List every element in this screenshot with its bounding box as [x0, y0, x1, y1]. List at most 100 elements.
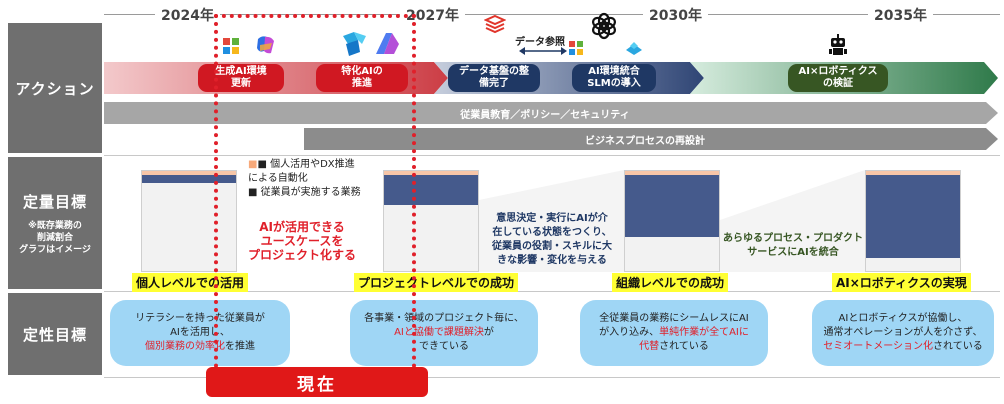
pill-5-line-1: AI×ロボティクス	[798, 66, 878, 77]
row-label-qualitative: 定性目標	[8, 293, 102, 375]
power-apps-icon	[343, 32, 366, 56]
robot-icon	[829, 34, 847, 55]
qbar-2035	[865, 170, 961, 272]
note-line-1: ※既存業務の	[28, 220, 82, 231]
pill-2-line-2: 推進	[352, 78, 372, 89]
copilot-icon	[257, 36, 274, 54]
milestone-project: プロジェクトレベルでの成功	[354, 273, 519, 292]
bubble-4-line-1: AIとロボティクスが協働し、	[838, 313, 968, 324]
qbar-2027-fill	[384, 175, 478, 205]
milestone-robotics: AI×ロボティクスの実現	[832, 273, 971, 292]
row-divider-1	[104, 155, 1000, 156]
pill-2-line-1: 特化AIの	[341, 66, 383, 77]
callout-center-3: プロジェクト化する	[247, 248, 356, 262]
legend-peach-swatch: ■	[248, 159, 258, 170]
callout-integration: あらゆるプロセス・プロダクト サービスにAIを統合	[718, 232, 868, 260]
row-label-quantitative-text: 定量目標	[22, 192, 87, 211]
legend-line-3: ■ 従業員が実施する業務	[248, 187, 361, 198]
education-bar: 従業員教育／ポリシー／セキュリティ	[460, 109, 630, 121]
pill-3-line-2: 備完了	[479, 78, 509, 89]
education-bar-shape	[104, 102, 998, 124]
callout-center-2: ユースケースを	[260, 234, 344, 248]
pill-3-line-1: データ基盤の整	[459, 66, 529, 77]
row-label-qualitative-text: 定性目標	[22, 325, 87, 344]
qbar-2027-peach	[384, 171, 478, 175]
action-pill-generative-ai: 生成AI環境更新	[198, 64, 284, 92]
callout-mid-4: きな影響・変化を与える	[497, 255, 607, 266]
quantitative-legend: ■■ 個人活用やDX推進 による自動化 ■ 従業員が実施する業務	[246, 158, 363, 200]
row-divider-3	[104, 377, 1000, 378]
row-divider-2	[104, 291, 1000, 292]
year-2035: 2035年	[868, 5, 933, 25]
note-line-3: グラフはイメージ	[19, 244, 91, 255]
qbar-2027	[383, 170, 479, 272]
bubble-2-line-1: 各事業・領域のプロジェクト毎に、	[364, 313, 524, 324]
note-line-2: 削減割合	[36, 232, 73, 243]
qualitative-bubble-4: AIとロボティクスが協働し、 通常オペレーションが人を介さず、 セミオートメーシ…	[812, 300, 994, 366]
bubble-4-line-3: されている	[933, 341, 983, 352]
callout-center-1: AIが活用できる	[259, 220, 345, 234]
qualitative-bubble-2: 各事業・領域のプロジェクト毎に、 AIと協働で課題解決が できている	[350, 300, 538, 366]
openai-icon	[592, 12, 616, 40]
bubble-3-highlight-2: 代替	[639, 341, 660, 352]
quantitative-note: ※既存業務の 削減割合 グラフはイメージ	[19, 220, 91, 256]
pill-5-line-2: の検証	[822, 78, 853, 89]
legend-line-1: ■ 個人活用やDX推進	[257, 159, 355, 170]
bubble-3-highlight: 単純作業が全てAIに	[659, 327, 749, 338]
bubble-2-line-4: できている	[419, 341, 469, 352]
copilot-grid-small-icon	[569, 41, 583, 55]
pill-4-line-2: SLMの導入	[587, 78, 641, 89]
current-period-frame	[214, 14, 416, 376]
double-arrow-icon	[519, 47, 567, 55]
qbar-2030-fill	[625, 175, 719, 237]
business-process-bar: ビジネスプロセスの再設計	[585, 135, 705, 147]
qbar-2024	[141, 170, 237, 272]
year-2024: 2024年	[155, 5, 220, 25]
pill-4-line-1: AI環境統合	[588, 66, 640, 77]
callout-mid-1: 意思決定・実行にAIが介	[496, 213, 608, 224]
transition-shade-2	[720, 170, 865, 272]
qbar-2030	[624, 170, 720, 272]
milestone-organization: 組織レベルでの成功	[612, 273, 729, 292]
bubble-1-line-3: を推進	[225, 341, 255, 352]
bubble-2-line-3: が	[483, 327, 494, 338]
qbar-2035-peach	[866, 171, 960, 175]
pill-1-line-2: 更新	[231, 78, 251, 89]
year-2030: 2030年	[643, 5, 708, 25]
row-label-action: アクション	[8, 23, 102, 153]
copilot-grid-icon	[223, 38, 239, 54]
year-2027: 2027年	[400, 5, 465, 25]
power-automate-icon	[376, 33, 399, 54]
qbar-2035-fill	[866, 175, 960, 258]
callout-mid-3: 従業員の役割・スキルに大	[492, 241, 612, 252]
bubble-4-highlight: セミオートメーション化	[823, 341, 934, 352]
callout-project: AIが活用できる ユースケースを プロジェクト化する	[232, 220, 372, 262]
callout-mid-2: 在している状態をつくり、	[492, 227, 612, 238]
action-pill-robotics: AI×ロボティクスの検証	[788, 64, 888, 92]
qualitative-bubble-1: リテラシーを持った従業員が AIを活用し、 個別業務の効率化を推進	[110, 300, 290, 366]
transition-shade-1	[479, 170, 624, 272]
bubble-3-line-2: が入り込み、	[599, 327, 660, 338]
row-label-action-text: アクション	[15, 79, 95, 98]
row-label-quantitative: 定量目標 ※既存業務の 削減割合 グラフはイメージ	[8, 157, 102, 289]
bubble-2-highlight: AIと協働で課題解決	[394, 327, 484, 338]
bubble-3-line-4: されている	[659, 341, 709, 352]
bubble-4-line-2: 通常オペレーションが人を介さず、	[823, 327, 983, 338]
bubble-1-line-1: リテラシーを持った従業員が	[135, 313, 265, 324]
timeline-line	[104, 14, 1000, 15]
qbar-2024-peach	[142, 171, 236, 175]
data-ref-label: データ参照	[515, 37, 565, 48]
azure-ai-icon	[626, 42, 642, 55]
qbar-2030-peach	[625, 171, 719, 175]
callout-right-1: あらゆるプロセス・プロダクト	[723, 233, 863, 244]
callout-right-2: サービスにAIを統合	[747, 247, 839, 258]
bubble-1-highlight: 個別業務の効率化	[145, 341, 225, 352]
action-pill-specialized-ai: 特化AIの推進	[316, 64, 408, 92]
business-process-bar-shape	[304, 128, 998, 150]
bubble-1-line-2: AIを活用し、	[170, 327, 230, 338]
bubble-3-line-1: 全従業員の業務にシームレスにAI	[599, 313, 749, 324]
databricks-icon	[484, 14, 506, 34]
callout-organization: 意思決定・実行にAIが介 在している状態をつくり、 従業員の役割・スキルに大 き…	[478, 212, 626, 268]
legend-line-2: による自動化	[248, 173, 308, 184]
qualitative-bubble-3: 全従業員の業務にシームレスにAI が入り込み、単純作業が全てAIに 代替されてい…	[580, 300, 768, 366]
